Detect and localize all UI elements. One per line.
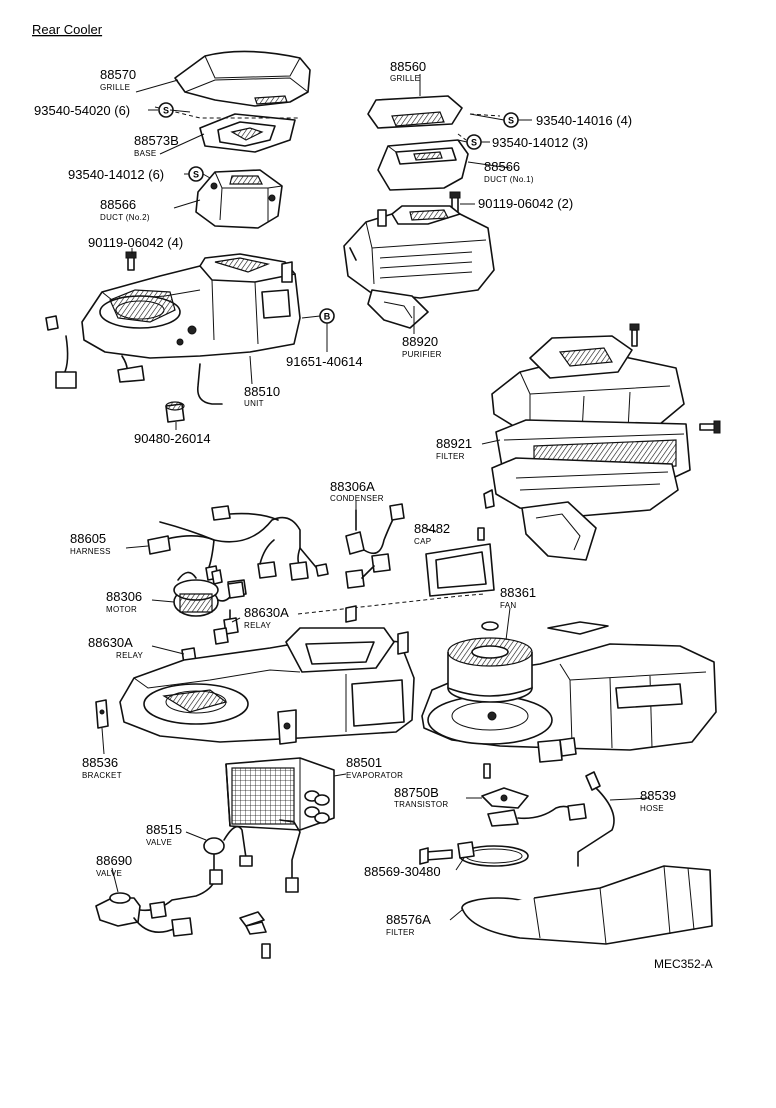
part-number-88569-30480: 88569-30480 (364, 864, 441, 879)
part-name-fan: FAN (500, 601, 516, 610)
screw-88921-side (699, 420, 721, 434)
part-number-93540-14012-3: 93540-14012 (3) (492, 135, 588, 150)
part-number-88361: 88361 (500, 585, 536, 600)
motor-88306-drawing (173, 569, 245, 617)
part-number-88306a: 88306A (330, 479, 375, 494)
part-number-88566-duct2: 88566 (100, 197, 136, 212)
part-number-88515: 88515 (146, 822, 182, 837)
part-name-cap: CAP (414, 537, 431, 546)
hose-88539-drawing (577, 771, 615, 867)
part-name-condenser: CONDENSER (330, 494, 384, 503)
part-number-88566-duct1: 88566 (484, 159, 520, 174)
part-name-relay: RELAY (244, 621, 272, 630)
part-name-purifier: PURIFIER (402, 350, 442, 359)
part-number-88482: 88482 (414, 521, 450, 536)
fan-housing-drawing (421, 643, 717, 763)
part-number-88630a-lower: 88630A (88, 635, 133, 650)
clamp-band-drawing (457, 841, 529, 867)
part-name-evaporator: EVAPORATOR (346, 771, 403, 780)
screw-88921-top (629, 323, 640, 347)
part-number-88921: 88921 (436, 436, 472, 451)
grommet-90480-drawing (165, 401, 185, 423)
part-name-transistor: TRANSISTOR (394, 800, 448, 809)
fan-pad-drawing (547, 621, 609, 635)
duct-88566-no2-drawing (195, 169, 283, 229)
part-number-88605: 88605 (70, 531, 106, 546)
duct-88566-no1-drawing (377, 139, 469, 191)
diagram-title: Rear Cooler (32, 22, 103, 37)
diagram-reference-code: MEC352-A (654, 957, 713, 971)
bolt-88569-drawing (419, 847, 453, 865)
part-name-filter: FILTER (436, 452, 465, 461)
part-name-filter: FILTER (386, 928, 415, 937)
part-number-88920: 88920 (402, 334, 438, 349)
part-number-88560: 88560 (390, 59, 426, 74)
part-number-88536: 88536 (82, 755, 118, 770)
housing-lower-left-drawing (119, 605, 415, 745)
part-name-grille: GRILLE (390, 74, 420, 83)
valve-88690-drawing (95, 869, 223, 937)
part-number-88539: 88539 (640, 788, 676, 803)
labels: 88570 GRILLE 93540-54020 (6) 88573B BASE… (34, 59, 713, 971)
part-number-88630a-upper: 88630A (244, 605, 289, 620)
part-name-unit: UNIT (244, 399, 264, 408)
part-number-88690: 88690 (96, 853, 132, 868)
part-name-valve: VALVE (146, 838, 172, 847)
part-number-93540-54020: 93540-54020 (6) (34, 103, 130, 118)
part-name-motor: MOTOR (106, 605, 137, 614)
base-88573b-drawing (199, 113, 296, 153)
part-name-duct-no2: DUCT (No.2) (100, 213, 150, 222)
part-number-88576a: 88576A (386, 912, 431, 927)
part-number-88306: 88306 (106, 589, 142, 604)
evaporator-88501-drawing (225, 757, 335, 893)
cap-88482-drawing (425, 527, 495, 597)
symbol-s-label: S (163, 106, 169, 116)
part-number-88573b: 88573B (134, 133, 179, 148)
part-number-88501: 88501 (346, 755, 382, 770)
filter-88576a-drawing (461, 865, 713, 945)
part-number-93540-14016: 93540-14016 (4) (536, 113, 632, 128)
part-number-93540-14012-6: 93540-14012 (6) (68, 167, 164, 182)
part-name-harness: HARNESS (70, 547, 111, 556)
part-name-grille: GRILLE (100, 83, 130, 92)
purifier-88920-drawing (343, 205, 495, 329)
symbol-s-label: S (508, 116, 514, 126)
part-number-90119-06042-2: 90119-06042 (2) (478, 196, 573, 211)
grille-88560-drawing (367, 95, 463, 129)
part-number-91651-40614: 91651-40614 (286, 354, 363, 369)
symbol-s-label: S (471, 138, 477, 148)
part-number-88510: 88510 (244, 384, 280, 399)
clip-drawing (239, 911, 271, 959)
leader-lines (101, 74, 651, 921)
part-name-bracket: BRACKET (82, 771, 122, 780)
filter-88921-drawing (483, 335, 691, 561)
valve-88515-drawing (203, 825, 253, 871)
fan-88361-drawing (447, 621, 533, 703)
part-number-90119-06042-4: 90119-06042 (4) (88, 235, 183, 250)
bolt-90119-left (125, 251, 137, 271)
part-name-duct-no1: DUCT (No.1) (484, 175, 534, 184)
unit-88510-drawing (45, 253, 301, 405)
part-name-hose: HOSE (640, 804, 664, 813)
screw-88750b-drawing (483, 763, 491, 779)
grille-88570-drawing (174, 50, 311, 107)
part-number-88570: 88570 (100, 67, 136, 82)
bracket-88536-drawing (95, 699, 109, 729)
part-number-88750b: 88750B (394, 785, 439, 800)
symbol-b-label: B (324, 312, 331, 322)
part-name-relay: RELAY (116, 651, 144, 660)
part-name-base: BASE (134, 149, 157, 158)
transistor-88750b-drawing (481, 787, 587, 827)
part-number-90480-26014: 90480-26014 (134, 431, 211, 446)
condenser-88306a-drawing (345, 503, 405, 589)
part-name-valve: VALVE (96, 869, 122, 878)
symbol-s-label: S (193, 170, 199, 180)
